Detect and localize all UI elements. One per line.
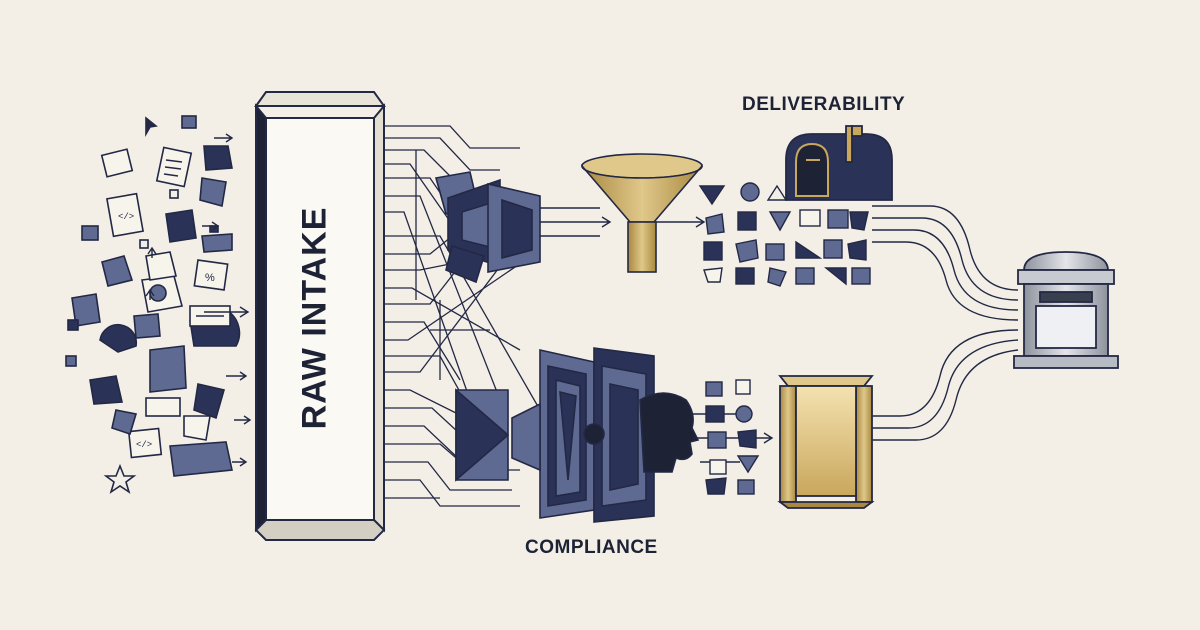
- intake-pillar-icon: [254, 91, 386, 541]
- compliance-tiles: [705, 379, 760, 495]
- fragment-shape: [201, 233, 233, 253]
- fragment-shape: [183, 415, 211, 441]
- fragment-doc: [100, 148, 134, 178]
- upper-prism-cluster: [434, 171, 541, 284]
- fragment-shape: [169, 441, 233, 477]
- fragment-shape: [165, 209, 197, 243]
- fragment-doc: [106, 192, 144, 238]
- svg-text:</>: </>: [136, 440, 152, 450]
- funnel-icon: [581, 153, 703, 273]
- fragment-arrows: [145, 133, 252, 467]
- fragment-shape: [203, 145, 233, 171]
- fragment-shape: [145, 251, 177, 281]
- svg-text:</>: </>: [118, 212, 134, 222]
- fragment-doc: [155, 146, 193, 188]
- raw-intake-label: RAW INTAKE: [295, 206, 334, 430]
- golden-doorway-icon: [777, 375, 875, 509]
- deliverability-tiles: [698, 182, 871, 287]
- fragment-shape: [199, 177, 227, 208]
- fragment-shape: [89, 375, 123, 405]
- fragment-shape: [149, 345, 187, 393]
- fragment-star: [103, 463, 137, 494]
- fragment-shape: [99, 324, 138, 353]
- fragment-shape: [111, 409, 138, 436]
- fragment-doc: [145, 397, 181, 417]
- fragment-doc: [193, 259, 229, 291]
- upper-stream-arrows: [540, 207, 706, 237]
- mailbox-icon: [785, 125, 893, 201]
- fragment-shape: [193, 383, 226, 420]
- fragment-shape: [71, 293, 101, 327]
- output-pipes: [872, 205, 1019, 441]
- lower-stream-arrows: [690, 413, 774, 463]
- fragment-doc: [127, 427, 163, 459]
- fragment-shape: [101, 255, 134, 287]
- compliance-label: COMPLIANCE: [525, 537, 658, 558]
- geometric-prism-icon: [455, 347, 655, 523]
- deliverability-label: DELIVERABILITY: [742, 94, 906, 115]
- fragment-shape: [133, 313, 161, 339]
- scattered-fragments: </> % </>: [65, 115, 241, 494]
- post-box-icon: [1013, 251, 1119, 369]
- human-head-icon: [639, 392, 700, 473]
- svg-text:%: %: [205, 272, 215, 284]
- fragment-shape: [81, 225, 99, 241]
